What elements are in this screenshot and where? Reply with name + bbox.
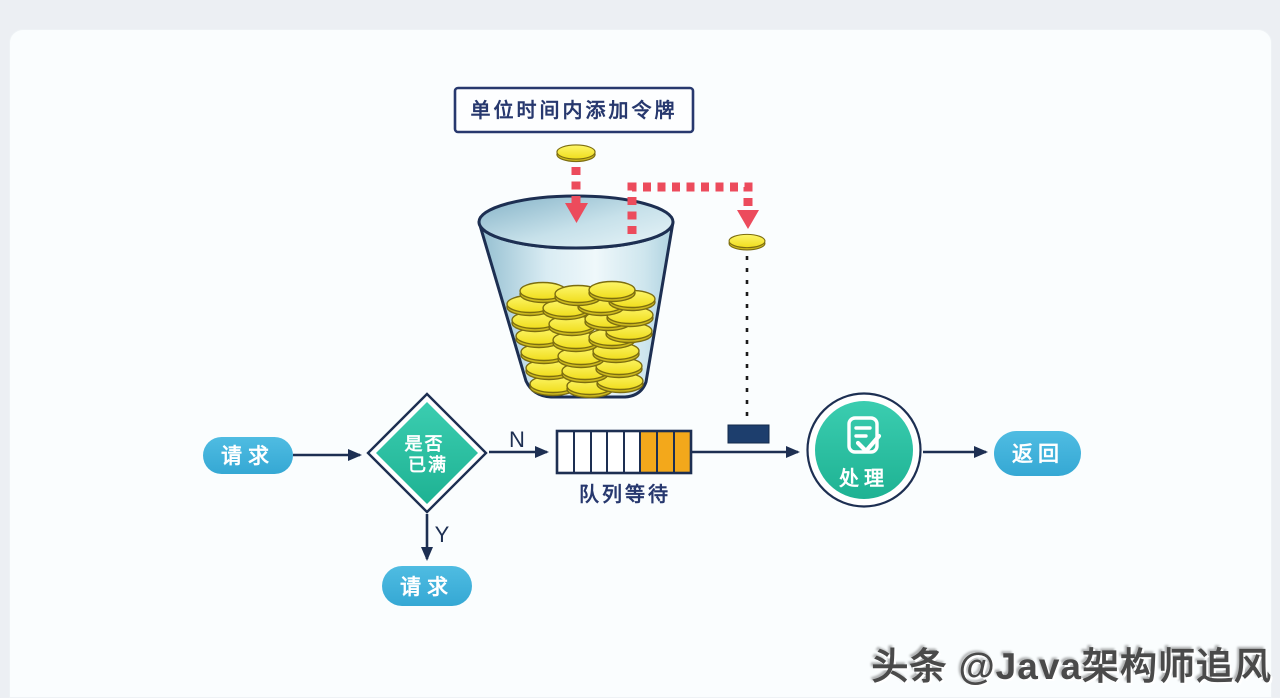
token-bucket <box>477 194 675 399</box>
consumed-token-marker <box>727 424 770 444</box>
red-flow-arrow-branch <box>627 182 753 234</box>
waiting-queue: 队列等待 <box>555 429 693 506</box>
token-add-label: 单位时间内添加令牌 <box>471 98 678 122</box>
queue-slot-dividers <box>573 431 675 473</box>
token-coin-side <box>728 233 766 251</box>
red-token-flow <box>571 167 753 234</box>
document-check-icon <box>847 416 882 454</box>
branch-label-n: N <box>509 427 525 452</box>
red-arrowhead-bucket <box>565 203 588 223</box>
decision-diamond: 是否 已满 <box>366 392 488 514</box>
rejected-request-pill: 请求 <box>382 566 472 606</box>
red-arrowhead-bypass <box>737 210 759 229</box>
decision-label: 是否 已满 <box>403 434 451 475</box>
queue-caption: 队列等待 <box>579 482 671 506</box>
rejected-label: 请求 <box>400 575 454 599</box>
process-circle: 处理 <box>806 392 922 508</box>
queue-filled-slots <box>640 431 691 473</box>
return-pill: 返回 <box>994 431 1081 476</box>
watermark: 头条 @Java架构师追风 <box>871 646 1272 687</box>
branch-label-y: Y <box>435 522 450 547</box>
token-coin-top <box>556 144 596 163</box>
return-label: 返回 <box>1012 443 1064 466</box>
request-in-label: 请求 <box>221 444 275 468</box>
flow-arrows <box>293 446 988 561</box>
process-label: 处理 <box>838 466 889 490</box>
token-add-label-box: 单位时间内添加令牌 <box>453 86 695 134</box>
request-pill-in: 请求 <box>203 437 293 474</box>
